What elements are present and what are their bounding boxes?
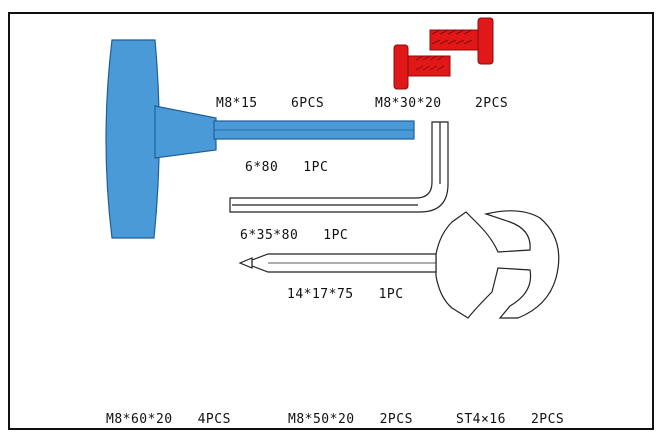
t-handle-wrench-icon xyxy=(105,39,415,239)
label-qty: 2PCS xyxy=(530,412,565,427)
t-handle-neck xyxy=(154,105,217,159)
red-bolts-icon xyxy=(393,17,494,90)
label-size: M8*15 xyxy=(216,96,258,111)
label-6x35x80: 6*35*80 1PC xyxy=(240,229,348,242)
label-size: ST4×16 xyxy=(456,412,506,427)
label-qty: 1PC xyxy=(323,228,349,243)
diagram-frame xyxy=(8,12,654,430)
hex-key-icon xyxy=(229,121,449,213)
label-qty: 2PCS xyxy=(379,412,413,427)
label-size: 6*35*80 xyxy=(240,228,299,243)
label-size: 14*17*75 xyxy=(287,287,354,302)
label-qty: 4PCS xyxy=(197,412,231,427)
label-m8x30x20: M8*30*20 2PCS xyxy=(375,97,508,110)
label-size: M8*50*20 xyxy=(288,412,355,427)
label-qty: 6PCS xyxy=(290,96,325,111)
label-size: M8*60*20 xyxy=(106,412,173,427)
label-qty: 2PCS xyxy=(474,96,509,111)
label-m8x50x20: M8*50*20 2PCS xyxy=(288,413,413,426)
label-m8x60x20: M8*60*20 4PCS xyxy=(106,413,231,426)
screwdriver-wrench-icon xyxy=(238,210,560,319)
label-size: M8*30*20 xyxy=(375,96,442,111)
label-qty: 1PC xyxy=(303,160,329,175)
t-handle-grip xyxy=(105,39,160,239)
label-6x80: 6*80 1PC xyxy=(245,161,328,174)
label-st4x16: ST4×16 2PCS xyxy=(456,413,564,426)
label-14x17x75: 14*17*75 1PC xyxy=(287,288,404,301)
label-qty: 1PC xyxy=(378,287,404,302)
label-m8x15: M8*15 6PCS xyxy=(216,97,324,110)
label-size: 6*80 xyxy=(245,160,279,175)
